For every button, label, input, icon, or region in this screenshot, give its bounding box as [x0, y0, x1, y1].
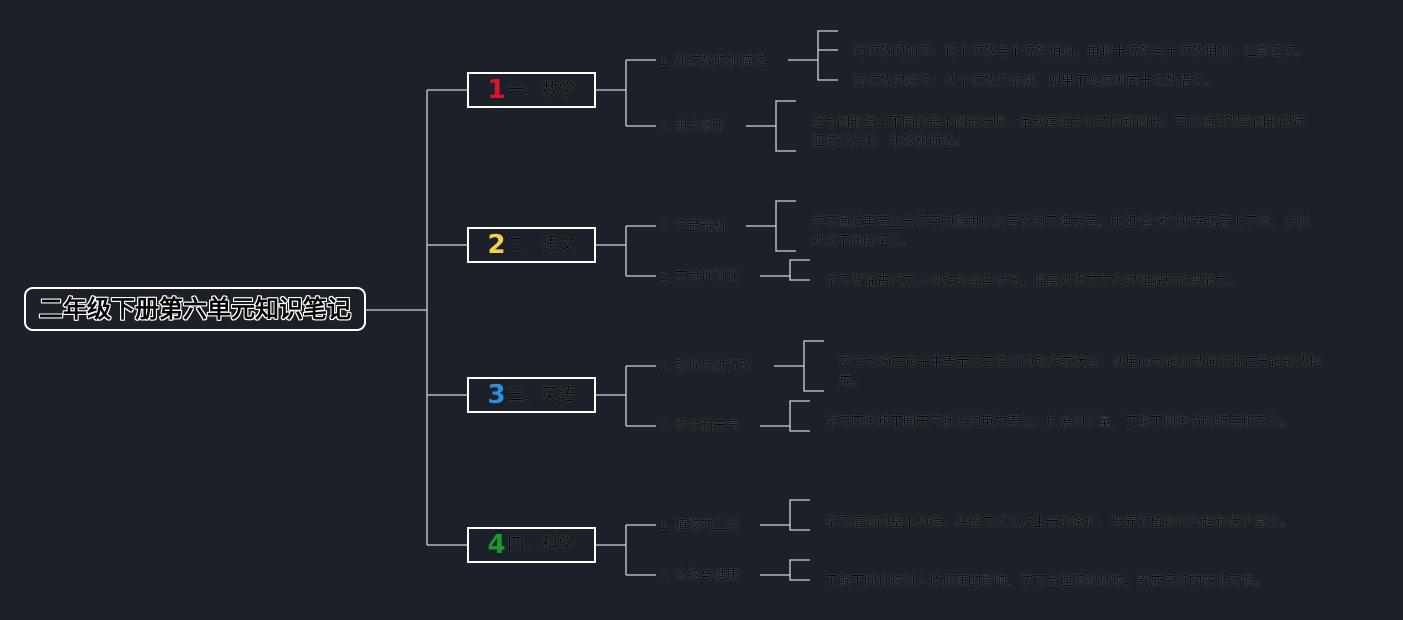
leaf-addition: 两位数的加法：将个位数与个位数相加，再将十位数与十位数相加，注意进位。 [853, 43, 1309, 58]
leaf-seasons-weather: 学习四季和不同天气状况的英文表达，扩展词汇量，了解不同季节的特点和变化。 [825, 414, 1294, 429]
topic-label: 三、英语 [507, 385, 576, 404]
topic-label: 四、科学 [507, 535, 576, 554]
leaf-progressive-tense: 学习动词在句子中表示正在进行的动作或状态，使用be动词加动词的现在分词形式构成。 [839, 354, 1322, 388]
subtopic-progressive-tense: 1. 动词的进行时 [660, 358, 753, 373]
subtopic-seasons-weather: 2. 季节和天气 [660, 418, 740, 433]
topic-math: 1 一、数学 [467, 72, 596, 108]
subtopic-plant-life: 1. 植物的生活 [660, 517, 740, 532]
leaf-pronunciation: 学习通过声音区分汉字的意思以及音节的正确发音。比如“爸”和“把”在语音上不同，分… [811, 214, 1310, 248]
leaf-food-health: 了解不同食物对人体健康的影响，学习合理搭配食物，养成良好的饮食习惯。 [825, 573, 1268, 588]
topic-number: 3 [487, 380, 506, 410]
leaf-plant-life: 学习植物的基本构造、种植方式以及生长的条件，培养对植物的兴趣和保护意识。 [825, 514, 1294, 529]
topic-label: 二、语文 [507, 235, 576, 254]
subtopic-addition-subtraction: 1. 两位数的加减法 [660, 53, 766, 68]
subtopic-combined-shapes: 2. 组合图形 [660, 118, 727, 133]
subtopic-pronunciation: 1. 字音辨析 [660, 218, 727, 233]
leaf-combined-shapes: 组合图形指由不同的基本图形按照一定规律组合而成的新图形，可以通过观察图形的特征进… [811, 114, 1306, 148]
leaf-poetry: 学习背诵古代文人创作的经典诗词，提高对语文文化的理解和欣赏能力。 [825, 273, 1242, 288]
subtopic-poetry: 2. 古诗词背诵 [660, 268, 740, 283]
topic-label: 一、数学 [507, 80, 576, 99]
subtopic-food-health: 2. 食物与健康 [660, 567, 740, 582]
leaf-subtraction: 两位数的减法：从个位数开始减，如果不够减则向十位数借位。 [853, 73, 1218, 88]
topic-english: 3 三、英语 [467, 377, 596, 413]
topic-chinese: 2 二、语文 [467, 227, 596, 263]
root-title: 二年级下册第六单元知识笔记 [24, 287, 366, 331]
topic-number: 1 [487, 75, 506, 105]
topic-science: 4 四、科学 [467, 527, 596, 563]
topic-number: 2 [487, 230, 506, 260]
topic-number: 4 [487, 530, 506, 560]
